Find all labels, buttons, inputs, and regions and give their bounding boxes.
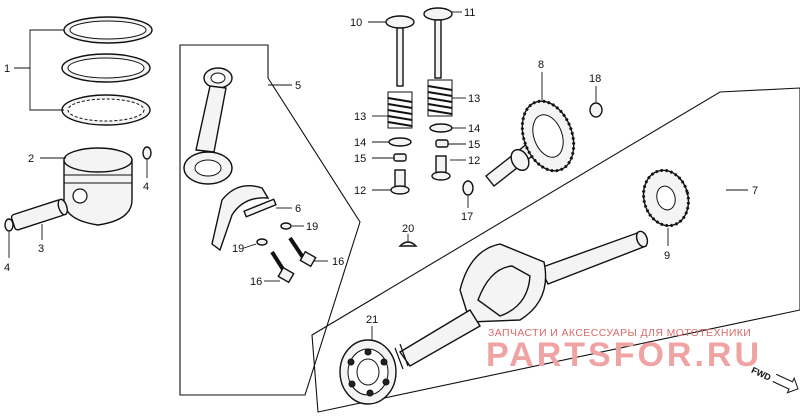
washer-19-left bbox=[256, 238, 268, 246]
callout-9: 9 bbox=[664, 250, 670, 262]
camshaft-washer bbox=[462, 180, 474, 196]
watermark-caption: ЗАПЧАСТИ И АКСЕССУАРЫ ДЛЯ МОТОТЕХНИКИ bbox=[488, 327, 751, 339]
callout-4-right: 4 bbox=[143, 181, 149, 193]
callout-15-left: 15 bbox=[354, 153, 366, 165]
oil-seal bbox=[589, 102, 603, 118]
valve-intake bbox=[385, 15, 415, 87]
callout-16-right: 16 bbox=[332, 256, 344, 268]
watermark-brand: PARTSFOR.RU bbox=[486, 336, 762, 374]
callout-2: 2 bbox=[28, 153, 34, 165]
callout-16-left: 16 bbox=[250, 276, 262, 288]
callout-15-right: 15 bbox=[468, 139, 480, 151]
callout-6: 6 bbox=[295, 203, 301, 215]
piston-pin bbox=[10, 198, 68, 231]
connecting-rod-cap bbox=[211, 185, 277, 252]
callout-14-right: 14 bbox=[468, 123, 480, 135]
rod-bolt-16-left bbox=[270, 250, 295, 284]
valve-lifter-left bbox=[390, 169, 410, 195]
valve-rotator-right bbox=[435, 139, 449, 148]
woodruff-key bbox=[398, 241, 418, 247]
valve-exhaust bbox=[423, 7, 453, 79]
callout-19-left: 19 bbox=[232, 243, 244, 255]
spring-retainer-right bbox=[429, 123, 453, 133]
callout-21: 21 bbox=[366, 314, 378, 326]
connecting-rod-group-frame bbox=[179, 44, 361, 396]
callout-8: 8 bbox=[538, 59, 544, 71]
valve-spring-left bbox=[387, 91, 413, 129]
valve-spring-right bbox=[427, 79, 453, 117]
callout-12-left: 12 bbox=[354, 185, 366, 197]
leader-rings bbox=[14, 29, 64, 111]
piston-rings bbox=[61, 16, 153, 126]
callout-14-left: 14 bbox=[354, 137, 366, 149]
callout-7: 7 bbox=[752, 185, 758, 197]
callout-10: 10 bbox=[350, 17, 362, 29]
piston bbox=[63, 147, 133, 226]
valve-rotator-left bbox=[393, 153, 407, 162]
piston-pin-clip-left bbox=[4, 218, 14, 232]
washer-19-right bbox=[280, 222, 292, 230]
callout-18: 18 bbox=[589, 73, 601, 85]
callout-4-left: 4 bbox=[4, 262, 10, 274]
callout-20: 20 bbox=[402, 223, 414, 235]
callout-17: 17 bbox=[461, 211, 473, 223]
rod-bolt-16-right bbox=[288, 236, 317, 268]
piston-pin-clip-right bbox=[142, 146, 152, 160]
connecting-rod bbox=[183, 67, 233, 185]
callout-13-left: 13 bbox=[354, 111, 366, 123]
camshaft bbox=[485, 99, 576, 187]
leader-19-left bbox=[243, 243, 257, 249]
callout-13-right: 13 bbox=[468, 93, 480, 105]
timing-gear bbox=[642, 168, 690, 228]
callout-19-right: 19 bbox=[306, 221, 318, 233]
valve-lifter-right bbox=[431, 155, 451, 181]
callout-1: 1 bbox=[4, 63, 10, 75]
callout-11: 11 bbox=[464, 7, 475, 19]
ball-bearing bbox=[339, 339, 397, 405]
crankshaft bbox=[394, 230, 649, 370]
callout-3: 3 bbox=[38, 243, 44, 255]
callout-5: 5 bbox=[295, 80, 301, 92]
spring-retainer-left bbox=[388, 137, 412, 147]
callout-12-right: 12 bbox=[468, 155, 480, 167]
crankshaft-group-frame bbox=[311, 87, 800, 413]
